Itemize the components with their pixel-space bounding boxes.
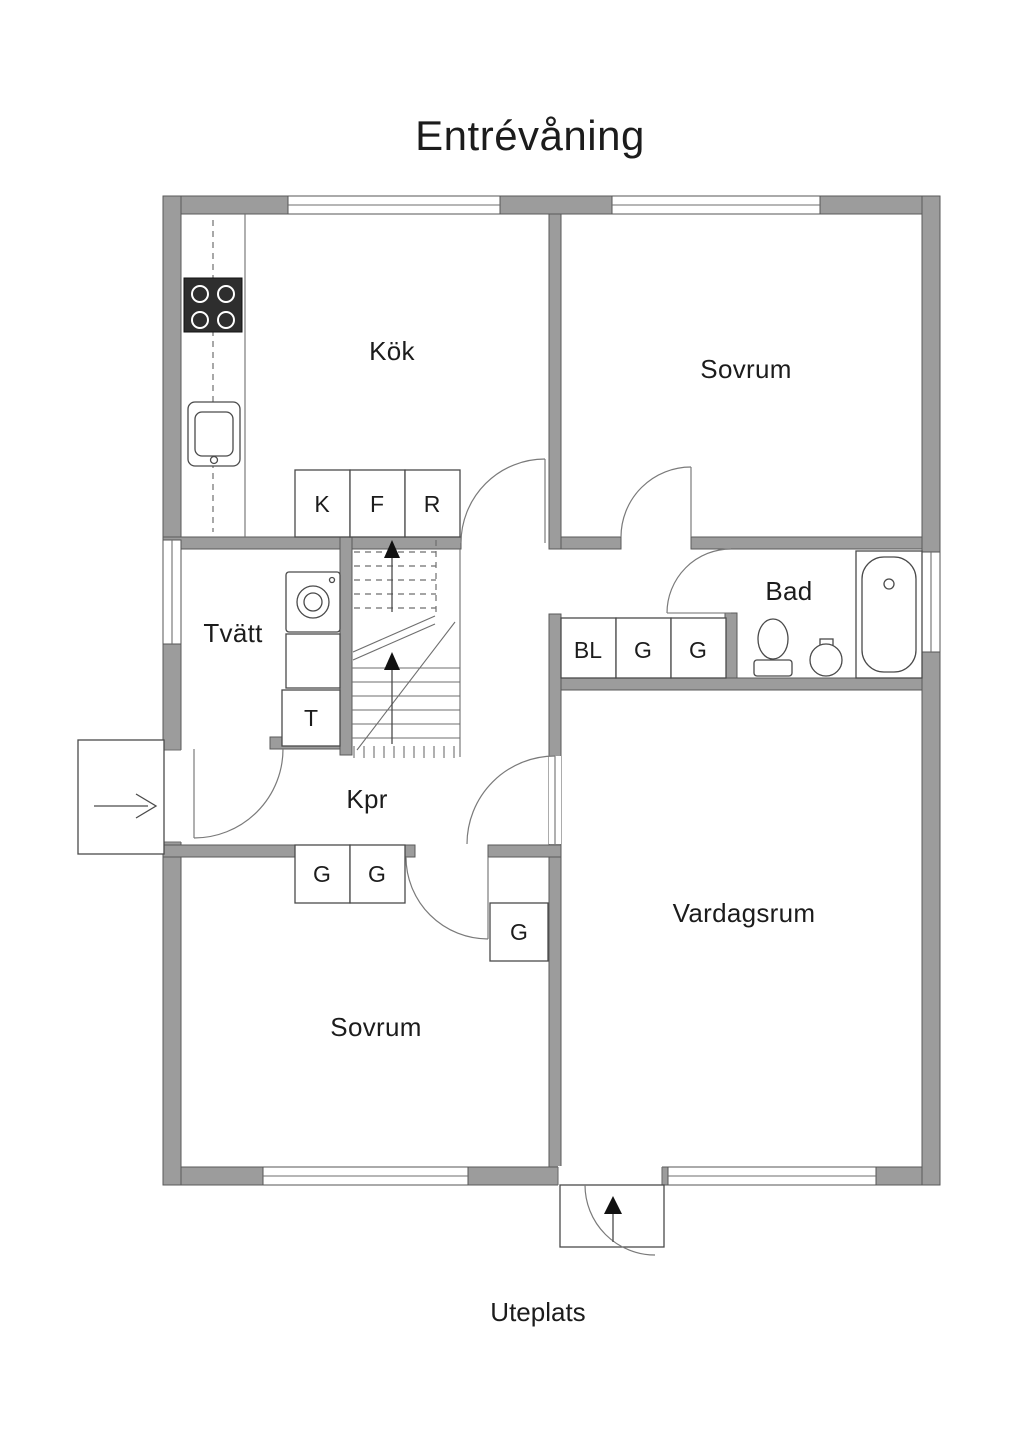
room-label-bedroom-bottom: Sovrum (330, 1012, 421, 1042)
dryer-unit: T (281, 689, 341, 747)
closet-label: F (370, 491, 384, 517)
closets: K F R BL G G G G G (294, 469, 727, 962)
door-laundry (193, 748, 284, 839)
window-bedroom-bottom (262, 1166, 469, 1186)
stairs-up-arrow-icon (384, 652, 400, 670)
room-label-bathroom: Bad (765, 576, 812, 606)
toilet-icon (753, 618, 793, 677)
closet-label: G (510, 919, 528, 945)
closet-hall-row: BL G G (560, 617, 727, 679)
walls (162, 195, 941, 1186)
window-kitchen (287, 195, 501, 215)
closet-bedroom: G (489, 902, 549, 962)
closet-label: BL (574, 637, 602, 663)
patio-label: Uteplats (490, 1297, 585, 1327)
page-title: Entrévåning (415, 112, 645, 159)
window-laundry (162, 539, 182, 645)
window-bedroom-top (611, 195, 821, 215)
closet-label: G (368, 861, 386, 887)
washing-machine-icon (285, 571, 341, 633)
bathtub-icon (855, 550, 923, 679)
window-bathroom (921, 551, 941, 653)
kitchen-fixtures (183, 214, 246, 537)
door-patio (559, 1184, 665, 1256)
stairs-up-arrow-icon (384, 540, 400, 558)
door-kitchen (460, 458, 546, 544)
closet-kpr-pair: G G (294, 844, 406, 904)
closet-label: G (313, 861, 331, 887)
door-entry (77, 739, 165, 855)
doors (77, 458, 732, 1256)
laundry-fixtures: T (281, 571, 341, 747)
closet-label: G (634, 637, 652, 663)
bathroom-fixtures (753, 550, 923, 679)
windows (162, 195, 941, 1186)
room-label-hallway: Kpr (346, 784, 387, 814)
stove-icon (183, 277, 243, 333)
window-living-room (667, 1166, 877, 1186)
bathroom-sink-icon (809, 638, 843, 677)
closet-label: G (689, 637, 707, 663)
closet-kitchen-row: K F R (294, 469, 461, 538)
wall-openings (162, 749, 663, 1186)
closet-label: R (424, 491, 441, 517)
door-bathroom (666, 548, 732, 614)
laundry-appliance (285, 633, 341, 689)
room-label-living-room: Vardagsrum (673, 898, 816, 928)
door-bedroom-top (620, 466, 692, 538)
door-living-room (466, 755, 556, 845)
door-bedroom-bottom (405, 856, 489, 940)
room-label-bedroom-top: Sovrum (700, 354, 791, 384)
kitchen-sink-icon (187, 401, 241, 467)
room-label-kitchen: Kök (369, 336, 415, 366)
room-label-laundry: Tvätt (203, 618, 263, 648)
room-labels: Kök Sovrum Tvätt Bad Kpr Vardagsrum Sovr… (203, 336, 815, 1042)
stair-comb (353, 746, 455, 758)
dryer-label: T (304, 705, 318, 731)
staircase (352, 540, 461, 758)
closet-label: K (314, 491, 330, 517)
